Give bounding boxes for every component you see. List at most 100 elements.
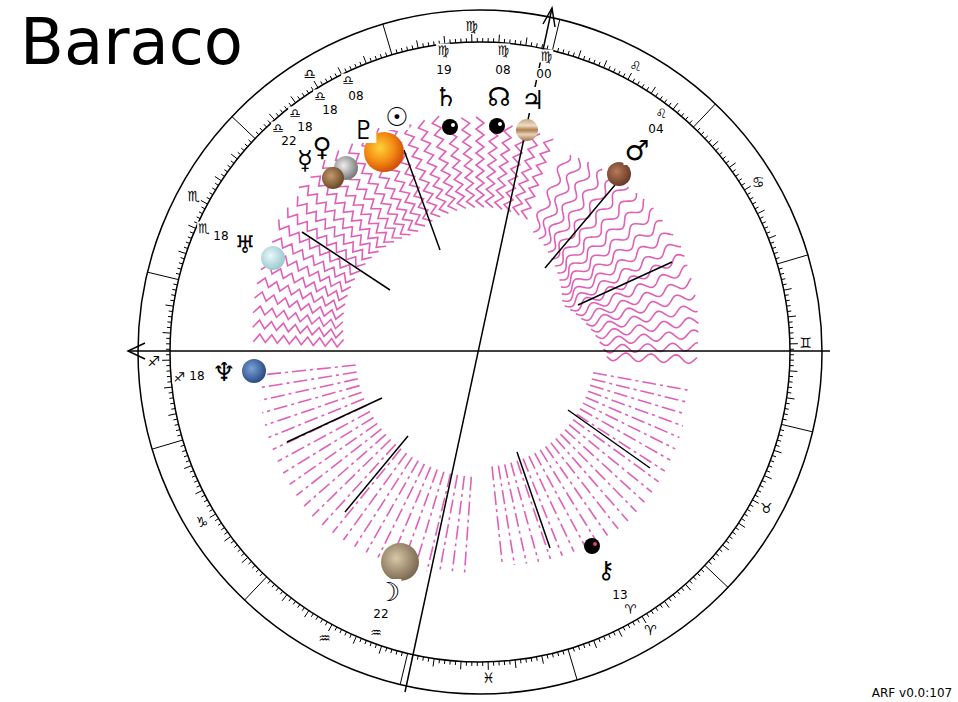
degree-tick [547, 655, 549, 659]
degree-tick [276, 588, 279, 591]
degree-tick [433, 659, 434, 667]
planet-glyph: ♄ [433, 84, 458, 110]
degree-tick [289, 598, 291, 601]
planet-glyph: ♇ [351, 117, 376, 143]
degree-tick [433, 41, 435, 45]
aspect-line [432, 116, 457, 210]
degree-tick [268, 581, 271, 584]
aspect-line [583, 403, 675, 449]
degree-tick [345, 69, 347, 73]
degree-tick [355, 64, 357, 68]
aspect-axis [287, 398, 382, 442]
degree-tick [298, 604, 300, 607]
degree-tick [788, 316, 796, 318]
aspect-line [452, 476, 464, 574]
degree-tick [192, 476, 196, 478]
zodiac-sign: ♓ [481, 671, 496, 685]
aspect-line [254, 292, 343, 319]
degree-tick [375, 56, 376, 60]
degree-tick [406, 47, 408, 51]
degree-tick [716, 148, 719, 151]
degree-tick [774, 450, 782, 453]
degree-number: 00 [535, 68, 552, 80]
degree-tick [276, 113, 279, 116]
degree-tick [482, 662, 483, 666]
degree-tick [209, 514, 216, 518]
degree-tick [268, 120, 271, 123]
degree-tick [681, 113, 684, 116]
aspect-line [333, 449, 401, 533]
degree-tick [764, 476, 771, 479]
degree-tick [291, 96, 296, 102]
degree-tick [215, 176, 222, 180]
sign-glyph: ♍ [436, 44, 450, 57]
degree-tick [375, 644, 376, 648]
degree-tick [188, 237, 192, 238]
degree-tick [231, 541, 234, 543]
degree-tick [604, 636, 606, 640]
degree-tick [637, 619, 639, 622]
aspect-line [540, 450, 596, 542]
aspect-line [257, 278, 345, 310]
aspect-line [513, 134, 540, 215]
degree-tick [264, 124, 267, 127]
degree-tick [428, 42, 430, 46]
sign-glyph: ♏ [197, 222, 211, 235]
aspect-line [259, 372, 357, 388]
aspect-axis [404, 150, 440, 250]
degree-tick [455, 39, 456, 43]
degree-tick [776, 445, 780, 446]
degree-tick [269, 114, 274, 120]
aspect-line [592, 379, 688, 402]
degree-number: 18 [321, 104, 338, 116]
aspect-line [498, 466, 514, 565]
degree-tick [520, 659, 522, 663]
sign-glyph: ♌ [654, 107, 668, 120]
degree-tick [380, 54, 381, 58]
degree-number: 18 [296, 121, 313, 133]
degree-tick [231, 161, 234, 163]
sign-glyph: ♎ [271, 122, 285, 135]
zodiac-sign: ♋ [751, 175, 766, 189]
aspect-line [258, 365, 356, 375]
degree-tick [552, 19, 559, 50]
degree-tick [770, 242, 774, 243]
degree-tick [171, 408, 175, 410]
degree-tick [660, 604, 662, 607]
sign-glyph: ♎ [313, 90, 327, 103]
degree-tick [168, 316, 172, 317]
planet-glyph: ♀ [311, 134, 332, 160]
degree-tick [789, 327, 793, 328]
degree-tick [417, 656, 419, 660]
degree-tick [772, 455, 776, 456]
degree-tick [184, 247, 188, 248]
degree-tick [757, 490, 761, 492]
degree-tick [741, 519, 744, 521]
aspect-line [461, 118, 475, 207]
degree-tick [241, 148, 244, 151]
aspect-line [260, 379, 358, 401]
degree-tick [744, 514, 747, 516]
degree-tick [780, 273, 784, 274]
degree-tick [781, 278, 785, 280]
degree-tick [498, 661, 499, 665]
aspect-line [343, 453, 406, 540]
aspect-line [476, 117, 484, 207]
degree-tick [783, 284, 787, 286]
degree-tick [784, 289, 792, 291]
degree-tick [789, 370, 797, 371]
degree-tick [786, 300, 790, 302]
degree-tick [184, 455, 188, 456]
degree-tick [280, 110, 283, 113]
degree-tick [681, 588, 684, 591]
degree-tick [177, 268, 181, 269]
degree-tick [178, 251, 186, 254]
degree-tick [169, 311, 173, 313]
planet-glyph: ♆ [211, 359, 236, 385]
degree-tick [701, 132, 704, 135]
aspect-line [552, 179, 617, 259]
degree-number: 08 [494, 64, 511, 76]
degree-tick [224, 536, 230, 541]
degree-tick [531, 658, 533, 662]
degree-tick [673, 103, 678, 109]
